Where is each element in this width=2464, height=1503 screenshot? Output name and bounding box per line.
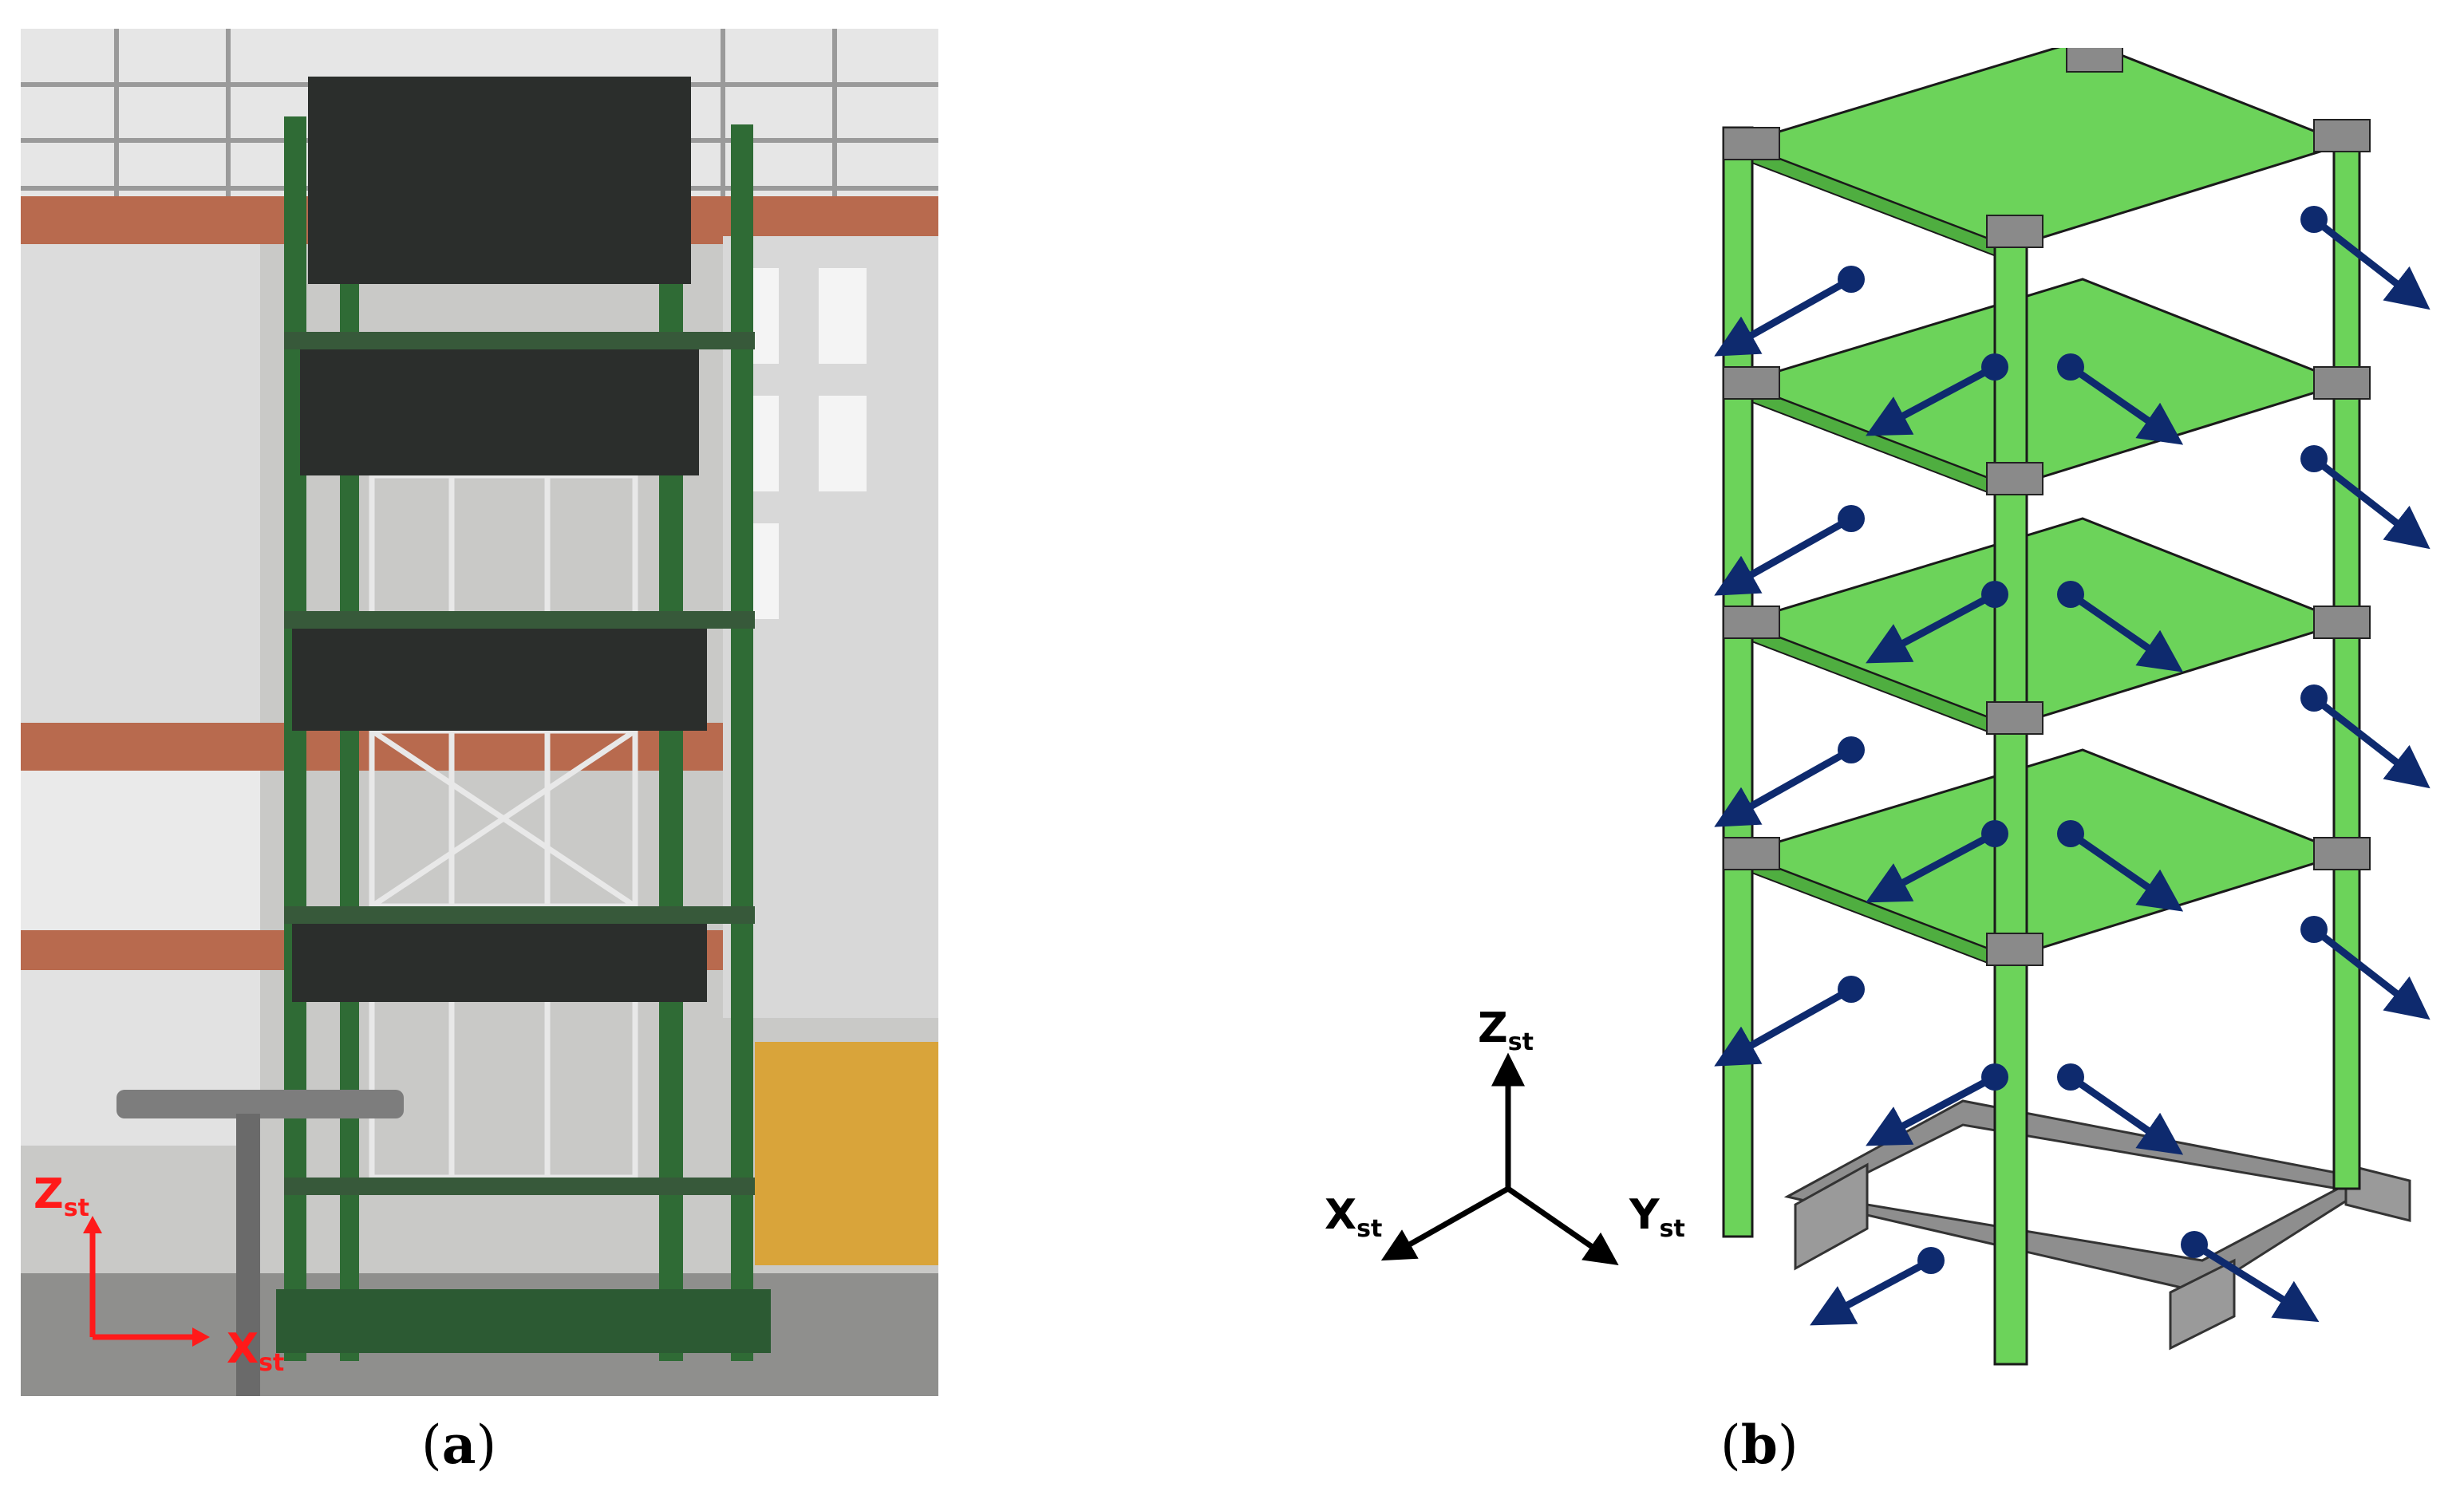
base-frame	[1783, 1099, 2411, 1351]
floor-slab-1	[1735, 748, 2350, 959]
right-wall	[723, 236, 938, 1018]
yellow-equipment	[755, 1042, 938, 1265]
arrow-l1-front-y	[2068, 1074, 2184, 1155]
arrow-base-left	[1810, 1257, 1933, 1326]
base-plate-front	[2169, 1258, 2236, 1351]
arrow-top-left	[1714, 276, 1854, 357]
frame-base	[276, 1289, 771, 1353]
photo-axis-triad: Zst Xst	[34, 1170, 284, 1377]
arrow-l1-right	[2312, 926, 2430, 1020]
arrow-l3-front-x	[1866, 591, 1997, 664]
slab-edges	[1739, 142, 2012, 973]
model-axis-triad: Zst Xst Yst	[1325, 1004, 1685, 1265]
arrow-l1-left	[1714, 986, 1854, 1067]
photo-panel-a: Zst Xst	[21, 29, 938, 1396]
floor-slabs	[292, 77, 707, 1002]
arrow-l1-front-x	[1866, 1074, 1997, 1146]
base-plate-right	[2344, 1163, 2411, 1222]
arrow-base-right	[2192, 1241, 2320, 1323]
floor-slab-3	[1735, 278, 2350, 488]
left-wall	[21, 244, 260, 723]
model-y-label: Yst	[1629, 1191, 1685, 1243]
floor-slab-2	[1735, 517, 2350, 728]
arrow-l2-right	[2312, 695, 2430, 789]
arrow-top-front-x	[1866, 364, 1997, 436]
column-right	[2332, 126, 2361, 1190]
test-frame-photo: Zst Xst	[21, 29, 938, 1396]
connectors	[1723, 39, 2371, 966]
model-z-label: Zst	[1478, 1004, 1534, 1056]
model-x-axis	[1380, 1185, 1510, 1261]
arrow-l2-front-y	[2068, 830, 2184, 912]
arrow-l2-left	[1714, 747, 1854, 827]
model-x-label: Xst	[1325, 1191, 1382, 1243]
model-panel-b	[1245, 38, 2464, 1404]
arrow-top-right	[2312, 216, 2430, 310]
model-y-axis	[1506, 1186, 1619, 1265]
sensor-pole	[236, 1114, 260, 1396]
arrow-top-front-y	[2068, 364, 2184, 445]
arrow-l3-front-y	[2068, 591, 2184, 673]
base-plate-left	[1794, 1162, 1869, 1271]
caption-b: (b)	[1720, 1414, 1799, 1476]
floor-beams	[284, 332, 755, 1195]
frame-model-diagram	[1714, 38, 2430, 1366]
photo-z-arrowhead	[83, 1216, 102, 1233]
photo-x-arrowhead	[192, 1327, 210, 1347]
sensor-beam	[116, 1090, 404, 1118]
sensor-arrows	[1714, 216, 2430, 1326]
caption-a: (a)	[421, 1414, 497, 1476]
column-left	[1722, 126, 1754, 1238]
arrow-l3-right	[2312, 456, 2430, 550]
left-bottom-windows	[21, 970, 260, 1146]
arrow-l3-left	[1714, 515, 1854, 596]
arrow-l2-front-x	[1866, 830, 1997, 903]
column-front	[1993, 230, 2028, 1366]
photo-z-label: Zst	[34, 1170, 89, 1222]
sensor-dots	[1838, 206, 2328, 1274]
photo-x-label: Xst	[227, 1325, 284, 1377]
